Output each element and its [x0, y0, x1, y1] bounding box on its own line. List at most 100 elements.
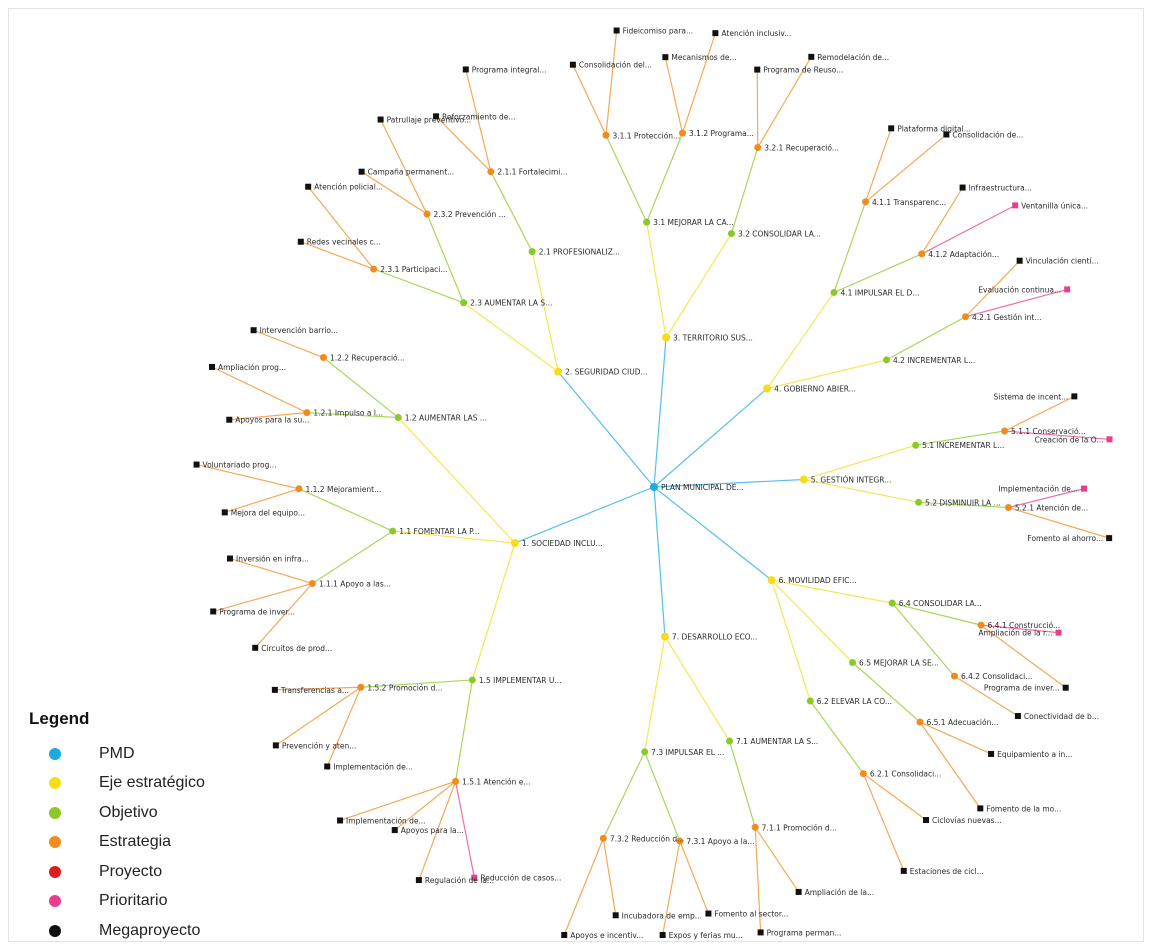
- objetivo-node[interactable]: 4.2 INCREMENTAR L...: [883, 356, 975, 365]
- estrategia-node[interactable]: 5.1.1 Conservació...: [1001, 427, 1086, 436]
- megaproyecto-node[interactable]: Atención policial...: [305, 183, 383, 192]
- objetivo-node[interactable]: 5.2 DISMINUIR LA ...: [915, 498, 1001, 507]
- megaproyecto-node[interactable]: Vinculación cientí...: [1016, 257, 1099, 266]
- megaproyecto-node[interactable]: Mejora del equipo...: [221, 508, 305, 517]
- megaproyecto-node[interactable]: Inversión en infra...: [226, 555, 309, 564]
- objetivo-node[interactable]: 6.2 ELEVAR LA CO...: [806, 697, 892, 706]
- megaproyecto-node[interactable]: Incubadora de emp...: [612, 911, 702, 920]
- eje-node[interactable]: 4. GOBIERNO ABIER...: [763, 384, 856, 394]
- estrategia-node[interactable]: 7.3.2 Reducción d...: [599, 834, 684, 843]
- estrategia-node[interactable]: 2.3.2 Prevención ...: [423, 210, 506, 219]
- megaproyecto-node[interactable]: Atención inclusiv...: [712, 29, 791, 38]
- megaproyecto-node[interactable]: Sistema de incent...: [994, 392, 1078, 401]
- estrategia-node[interactable]: 7.3.1 Apoyo a la...: [676, 837, 755, 846]
- eje-node[interactable]: 5. GESTIÓN INTEGR...: [799, 475, 892, 484]
- pmd-root-node[interactable]: PLAN MUNICIPAL DE...: [650, 483, 744, 492]
- prioritario-node[interactable]: Ventanilla única...: [1012, 201, 1088, 210]
- megaproyecto-node[interactable]: Apoyos para la...: [391, 826, 464, 835]
- objetivo-node[interactable]: 7.3 IMPULSAR EL ...: [641, 748, 724, 757]
- eje-node[interactable]: 7. DESARROLLO ECO...: [660, 632, 758, 642]
- megaproyecto-node[interactable]: Plataforma digital...: [888, 124, 971, 133]
- estrategia-node[interactable]: 1.2.2 Recuperació...: [319, 354, 405, 363]
- megaproyecto-node[interactable]: Circuitos de prod...: [252, 644, 332, 653]
- megaproyecto-node[interactable]: Prevención y aten...: [272, 741, 357, 750]
- megaproyecto-node[interactable]: Implementación de...: [324, 762, 413, 771]
- eje-node[interactable]: 2. SEGURIDAD CIUD...: [554, 367, 648, 377]
- megaproyecto-node[interactable]: Fomento al ahorro...: [1027, 534, 1113, 543]
- megaproyecto-node[interactable]: Consolidación del...: [569, 61, 652, 70]
- estrategia-node[interactable]: 1.5.2 Promoción d...: [357, 683, 442, 692]
- megaproyecto-node[interactable]: Intervención barrio...: [250, 326, 338, 335]
- megaproyecto-node[interactable]: Fomento al sector...: [705, 910, 788, 919]
- megaproyecto-node[interactable]: Ciclovías nuevas...: [923, 816, 1002, 825]
- megaproyecto-node[interactable]: Programa perman...: [757, 928, 842, 937]
- megaproyecto-node[interactable]: Ampliación de la...: [795, 888, 875, 897]
- prioritario-node[interactable]: Ampliación de la r...: [978, 629, 1062, 638]
- estrategia-node[interactable]: 4.1.2 Adaptación...: [918, 250, 999, 259]
- estrategia-node[interactable]: 1.1.2 Mejoramient...: [295, 485, 382, 494]
- estrategia-node[interactable]: 7.1.1 Promoción d...: [751, 823, 837, 832]
- megaproyecto-node[interactable]: Implementación de...: [337, 816, 426, 825]
- megaproyecto-node[interactable]: Campaña permanent...: [358, 168, 455, 177]
- objetivo-node[interactable]: 4.1 IMPULSAR EL D...: [830, 288, 919, 297]
- eje-node[interactable]: 1. SOCIEDAD INCLU...: [510, 539, 603, 548]
- megaproyecto-node[interactable]: Programa de Reuso...: [754, 66, 843, 75]
- megaproyecto-node[interactable]: Reforzamiento de...: [433, 112, 516, 121]
- estrategia-node[interactable]: 4.2.1 Gestión int...: [962, 313, 1042, 322]
- estrategia-node[interactable]: 1.5.1 Atención e...: [452, 777, 531, 786]
- network-graph[interactable]: Reducción de casos...Regulación de la...…: [9, 9, 1145, 943]
- prioritario-node[interactable]: Evaluación continua...: [978, 285, 1071, 294]
- megaproyecto-node[interactable]: Estaciones de cicl...: [900, 867, 984, 876]
- megaproyecto-node[interactable]: Programa de inver...: [210, 607, 295, 616]
- prioritario-node[interactable]: Implementación de...: [998, 485, 1087, 494]
- objetivo-node[interactable]: 1.1 FOMENTAR LA P...: [389, 527, 480, 536]
- objetivo-node[interactable]: 3.1 MEJORAR LA CA...: [643, 218, 734, 227]
- estrategia-node[interactable]: 1.2.1 Impulso a l...: [303, 409, 383, 418]
- estrategia-node[interactable]: 5.2.1 Atención de...: [1004, 504, 1088, 513]
- objetivo-node[interactable]: 6.4 CONSOLIDAR LA...: [888, 599, 982, 608]
- megaproyecto-node[interactable]: Programa integral...: [462, 65, 547, 74]
- megaproyecto-node[interactable]: Apoyos para la su...: [226, 416, 309, 425]
- prioritario-node[interactable]: Creación de la O...: [1035, 435, 1113, 444]
- megaproyecto-node[interactable]: Fideicomiso para...: [613, 27, 693, 36]
- estrategia-node[interactable]: 2.3.1 Participaci...: [370, 265, 448, 274]
- megaproyecto-node[interactable]: Programa de inver...: [984, 684, 1069, 693]
- megaproyecto-node[interactable]: Equipamiento a in...: [988, 750, 1072, 759]
- megaproyecto-node[interactable]: Apoyos e incentiv...: [561, 931, 643, 940]
- megaproyecto-node[interactable]: Mecanismos de...: [662, 53, 737, 62]
- estrategia-node[interactable]: 6.2.1 Consolidaci...: [859, 770, 941, 779]
- estrategia-node[interactable]: 6.5.1 Adecuación...: [916, 718, 999, 727]
- megaproyecto-node[interactable]: Conectividad de b...: [1014, 712, 1099, 721]
- estrategia-node[interactable]: 3.2.1 Recuperació...: [754, 143, 839, 152]
- megaproyecto-node[interactable]: Regulación de la...: [415, 876, 494, 885]
- megaproyecto-node[interactable]: Expos y ferias mu...: [659, 931, 743, 940]
- megaproyecto-node[interactable]: Remodelación de...: [808, 53, 889, 62]
- objetivo-node[interactable]: 1.2 AUMENTAR LAS ...: [394, 414, 487, 423]
- estrategia-node[interactable]: 3.1.2 Programa...: [679, 129, 754, 138]
- estrategia-node[interactable]: 2.1.1 Fortalecimi...: [487, 168, 568, 177]
- objetivo-node[interactable]: 3.2 CONSOLIDAR LA...: [727, 230, 821, 239]
- megaproyecto-node[interactable]: Ampliación prog...: [209, 363, 286, 372]
- objetivo-node[interactable]: 6.5 MEJORAR LA SE...: [849, 658, 939, 667]
- estrategia-node[interactable]: 6.4.1 Construcció...: [977, 621, 1061, 630]
- prioritario-node[interactable]: Reducción de casos...: [471, 874, 561, 883]
- estrategia-node[interactable]: 4.1.1 Transparenc...: [862, 198, 946, 207]
- megaproyecto-node[interactable]: Infraestructura...: [959, 184, 1032, 193]
- estrategia-node[interactable]: 3.1.1 Protección...: [602, 131, 680, 140]
- megaproyecto-node[interactable]: Voluntariado prog...: [193, 461, 277, 470]
- megaproyecto-node[interactable]: Consolidación de...: [943, 130, 1023, 139]
- eje-node[interactable]: 3. TERRITORIO SUS...: [662, 333, 753, 342]
- objetivo-node[interactable]: 2.1 PROFESIONALIZ...: [528, 248, 620, 257]
- objetivo-node[interactable]: 1.5 IMPLEMENTAR U...: [468, 676, 562, 685]
- objetivo-node[interactable]: 7.1 AUMENTAR LA S...: [726, 737, 818, 746]
- eje-node[interactable]: 6. MOVILIDAD EFIC...: [767, 576, 857, 585]
- estrategia-node-label: 7.3.2 Reducción d...: [610, 834, 684, 843]
- estrategia-node[interactable]: 6.4.2 Consolidaci...: [950, 672, 1032, 681]
- megaproyecto-node[interactable]: Fomento de la mo...: [977, 804, 1061, 813]
- megaproyecto-node[interactable]: Patrullaje preventivo...: [377, 116, 472, 125]
- estrategia-node[interactable]: 1.1.1 Apoyo a las...: [308, 579, 391, 588]
- objetivo-node[interactable]: 5.1 INCREMENTAR L...: [912, 441, 1004, 450]
- megaproyecto-node[interactable]: Redes vecinales c...: [297, 238, 381, 247]
- megaproyecto-node[interactable]: Transferencias a...: [271, 686, 349, 695]
- objetivo-node[interactable]: 2.3 AUMENTAR LA S...: [460, 299, 552, 308]
